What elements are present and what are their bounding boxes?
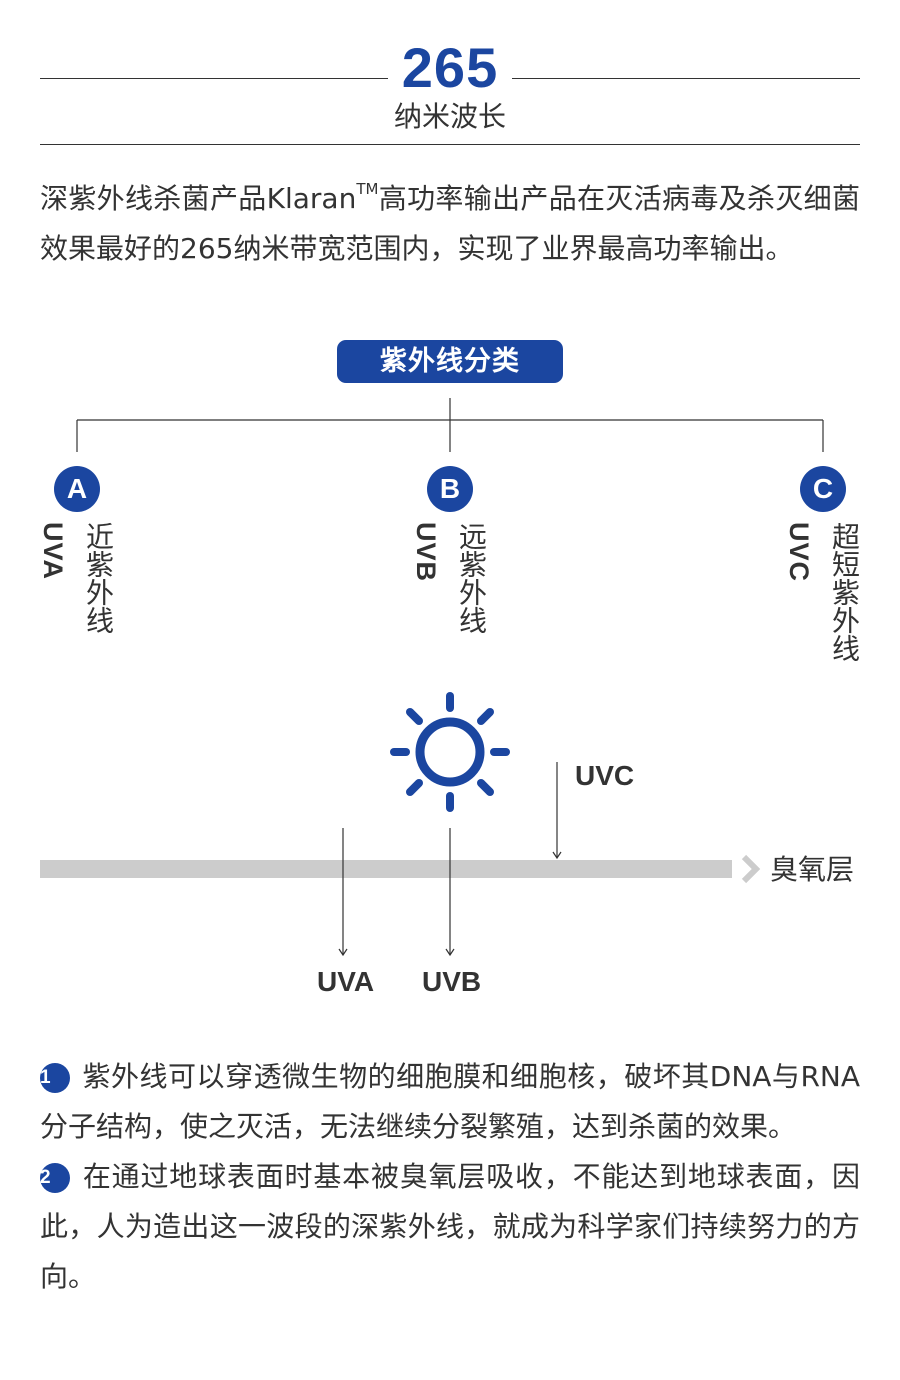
category-a-code: UVA xyxy=(38,522,68,581)
badge-b: B xyxy=(427,466,473,512)
chevron-right-icon xyxy=(741,854,761,884)
ray-arrows xyxy=(338,762,562,957)
ozone-diagram xyxy=(40,692,761,957)
header-rule-bottom xyxy=(40,144,860,145)
trademark-mark: TM xyxy=(356,180,379,198)
uvb-ray-label: UVB xyxy=(422,966,482,997)
category-b-code: UVB xyxy=(411,522,441,583)
classification-tree-lines xyxy=(76,398,824,452)
category-c-code: UVC xyxy=(784,522,814,583)
note-text: 紫外线可以穿透微生物的细胞膜和细胞核，破坏其DNA与RNA分子结构，使之灭活，无… xyxy=(40,1060,860,1143)
badge-c: C xyxy=(800,466,846,512)
category-a-name: 近紫外线 xyxy=(82,522,115,634)
note-number: 2 xyxy=(40,1163,70,1193)
note-text: 在通过地球表面时基本被臭氧层吸收，不能达到地球表面，因此，人为造出这一波段的深紫… xyxy=(40,1160,860,1293)
badge-a: A xyxy=(54,466,100,512)
intro-paragraph: 深紫外线杀菌产品KlaranTM高功率输出产品在灭活病毒及杀灭细菌效果最好的26… xyxy=(40,174,860,274)
header-rule-right xyxy=(512,78,860,79)
intro-text-before: 深紫外线杀菌产品Klaran xyxy=(40,182,357,215)
header-subtitle: 纳米波长 xyxy=(393,100,506,133)
intro-text-after: 高功率输出产品在灭活病毒及杀灭细菌效果最好的265纳米带宽范围内，实现了业界最高… xyxy=(40,182,860,265)
sun-icon xyxy=(390,692,510,812)
header-number: 265 xyxy=(401,36,499,99)
uva-ray-label: UVA xyxy=(317,966,375,997)
note-number: 1 xyxy=(40,1063,70,1093)
ozone-layer-label: 臭氧层 xyxy=(770,853,855,886)
ozone-layer-band xyxy=(40,860,732,878)
uvc-ray-label: UVC xyxy=(575,760,635,791)
header-rule-left xyxy=(40,78,388,79)
category-b-name: 远紫外线 xyxy=(455,522,488,634)
category-c-name: 超短紫外线 xyxy=(828,522,861,662)
classification-title: 紫外线分类 xyxy=(337,340,563,383)
